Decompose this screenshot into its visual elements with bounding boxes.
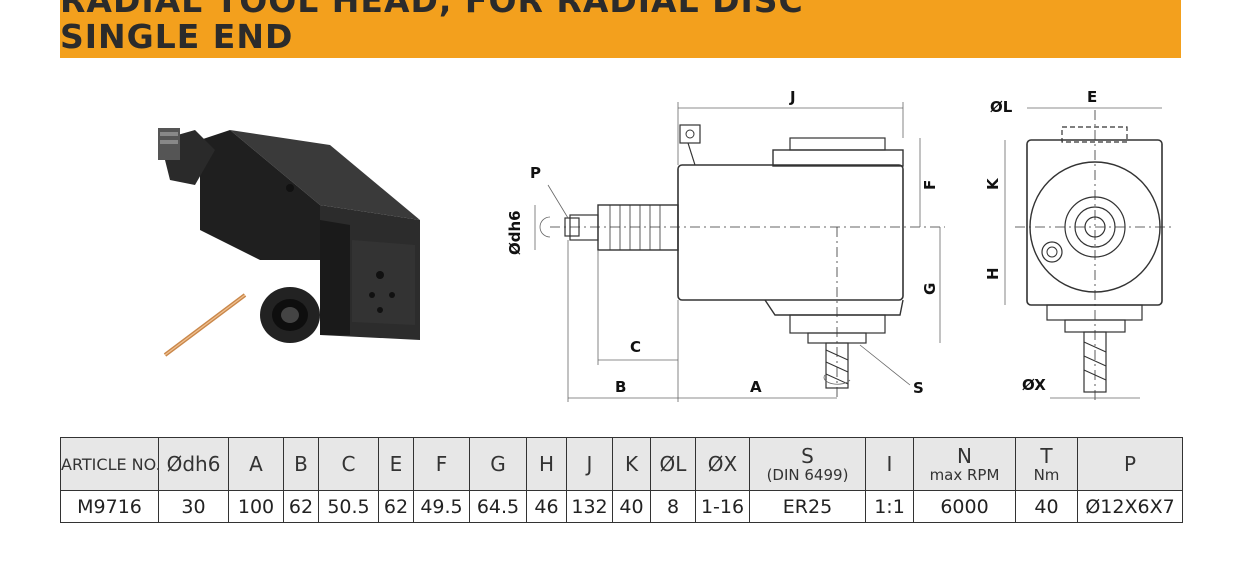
label-A: A — [750, 378, 762, 396]
cell-oL: 8 — [650, 490, 696, 523]
table-row: M9716 30 100 62 50.5 62 49.5 64.5 46 132… — [60, 490, 1183, 523]
cell-article-no: M9716 — [60, 490, 159, 523]
cell-P: Ø12X6X7 — [1077, 490, 1183, 523]
header-F: F — [413, 437, 470, 491]
header-K: K — [612, 437, 651, 491]
header-A: A — [228, 437, 284, 491]
cell-H: 46 — [526, 490, 567, 523]
label-K: K — [984, 177, 1002, 190]
header-J: J — [566, 437, 613, 491]
cell-F: 49.5 — [413, 490, 470, 523]
header-H: H — [526, 437, 567, 491]
label-C: C — [630, 338, 641, 356]
header-G: G — [469, 437, 527, 491]
side-view — [534, 102, 945, 402]
cell-E: 62 — [378, 490, 414, 523]
header-S: S(DIN 6499) — [749, 437, 866, 491]
header-P: P — [1077, 437, 1183, 491]
cell-oX: 1-16 — [695, 490, 750, 523]
cell-B: 62 — [283, 490, 319, 523]
label-G: G — [921, 283, 939, 295]
title-line-2: SINGLE END — [60, 17, 294, 56]
label-odh6: Ødh6 — [506, 210, 524, 255]
cell-I: 1:1 — [865, 490, 914, 523]
header-I: I — [865, 437, 914, 491]
header-oL: ØL — [650, 437, 696, 491]
header-oX: ØX — [695, 437, 750, 491]
cell-C: 50.5 — [318, 490, 379, 523]
spec-table: ARTICLE NO. Ødh6 A B C E F G H J K ØL ØX… — [60, 437, 1183, 523]
cell-G: 64.5 — [469, 490, 527, 523]
label-J: J — [789, 88, 796, 106]
title-banner: RADIAL TOOL HEAD, FOR RADIAL DISC SINGLE… — [60, 0, 1181, 58]
front-view — [1004, 107, 1175, 400]
header-article-no: ARTICLE NO. — [60, 437, 159, 491]
table-header-row: ARTICLE NO. Ødh6 A B C E F G H J K ØL ØX… — [60, 437, 1183, 491]
technical-drawing: J P Ødh6 F G C B A S ØL E K H ØX — [506, 88, 1175, 402]
label-S: S — [913, 379, 924, 397]
cell-K: 40 — [612, 490, 651, 523]
label-F: F — [921, 180, 939, 190]
cell-S: ER25 — [749, 490, 866, 523]
header-C: C — [318, 437, 379, 491]
label-B: B — [615, 378, 626, 396]
cell-odh6: 30 — [158, 490, 229, 523]
label-H: H — [984, 267, 1002, 280]
cell-N: 6000 — [913, 490, 1016, 523]
label-E: E — [1087, 88, 1097, 106]
header-B: B — [283, 437, 319, 491]
cell-J: 132 — [566, 490, 613, 523]
title-line-1: RADIAL TOOL HEAD, FOR RADIAL DISC — [60, 0, 804, 20]
header-odh6: Ødh6 — [158, 437, 229, 491]
header-E: E — [378, 437, 414, 491]
cell-A: 100 — [228, 490, 284, 523]
label-oX: ØX — [1022, 376, 1046, 394]
product-image — [158, 128, 420, 357]
cell-T: 40 — [1015, 490, 1078, 523]
label-P: P — [530, 164, 541, 182]
label-oL: ØL — [990, 98, 1013, 116]
